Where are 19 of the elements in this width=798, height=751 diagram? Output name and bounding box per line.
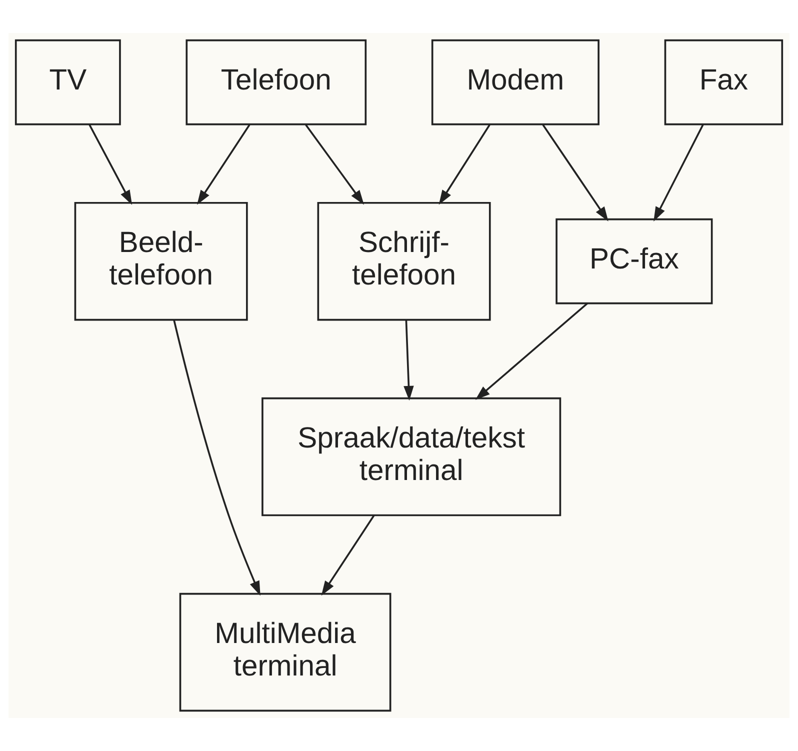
node-box: Schrijf- telefoon <box>317 202 491 321</box>
arrow <box>88 124 132 205</box>
arrow <box>438 124 490 205</box>
arrow <box>542 124 608 222</box>
node-box: Fax <box>664 39 784 126</box>
node-box: Spraak/data/tekst terminal <box>262 397 562 516</box>
node-box: PC-fax <box>556 218 713 304</box>
node-box: Modem <box>431 39 600 126</box>
arrow <box>475 302 588 400</box>
node-box: MultiMedia terminal <box>179 592 392 712</box>
node-box: Telefoon <box>186 39 367 126</box>
arrow <box>654 124 704 222</box>
arrow <box>305 124 364 205</box>
arrow <box>321 515 375 596</box>
arrow <box>173 320 260 596</box>
arrow <box>404 320 414 401</box>
node-box: TV <box>14 39 121 126</box>
arrow <box>197 124 250 205</box>
node-box: Beeld- telefoon <box>74 202 248 321</box>
